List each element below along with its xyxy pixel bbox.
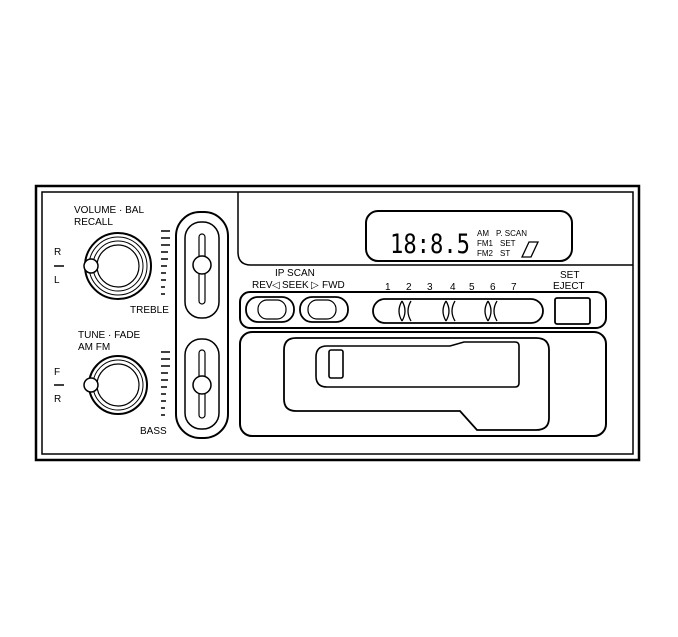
eject-label: EJECT <box>553 281 585 292</box>
treble-slider-thumb[interactable] <box>192 255 212 275</box>
rev-button-inner <box>257 299 287 320</box>
preset-button-2[interactable] <box>400 301 420 321</box>
stereo-indicator: ST <box>500 249 510 258</box>
preset-label-2: 2 <box>406 282 412 293</box>
preset-button-5[interactable] <box>465 301 485 321</box>
band-am-indicator: AM <box>477 229 489 238</box>
fade-rear-label: R <box>54 394 61 405</box>
balance-right-label: R <box>54 247 61 258</box>
seek-buttons-bezel <box>239 291 607 329</box>
cassette-slot <box>315 341 520 388</box>
tune-knob[interactable] <box>88 355 148 415</box>
set-indicator: SET <box>500 239 516 248</box>
preset-buttons-strip <box>372 298 544 324</box>
cassette-bezel <box>239 331 607 437</box>
faceplate-outer-frame <box>34 184 641 462</box>
rev-arrow-icon: ◁ <box>272 280 280 291</box>
bass-scale-ticks <box>161 351 170 416</box>
balance-ring-tab[interactable] <box>83 258 99 274</box>
cassette-window <box>328 349 344 379</box>
cassette-door[interactable] <box>283 337 550 431</box>
preset-label-4: 4 <box>450 282 456 293</box>
preset-button-dividers <box>398 300 498 322</box>
set-eject-button[interactable] <box>554 297 591 325</box>
preset-label-7: 7 <box>511 282 517 293</box>
slider-housing <box>175 211 229 439</box>
lcd-display-window <box>365 210 573 262</box>
p-scan-indicator: P. SCAN <box>496 229 527 238</box>
preset-button-4[interactable] <box>444 301 464 321</box>
fade-ring-tab[interactable] <box>83 377 99 393</box>
preset-label-5: 5 <box>469 282 475 293</box>
preset-button-6[interactable] <box>486 301 506 321</box>
faceplate-inner-frame <box>41 191 634 455</box>
preset-label-6: 6 <box>490 282 496 293</box>
preset-button-3[interactable] <box>421 301 441 321</box>
recall-label: RECALL <box>74 217 113 228</box>
am-fm-label: AM FM <box>78 342 110 353</box>
fade-front-label: F <box>54 367 60 378</box>
preset-label-1: 1 <box>385 282 391 293</box>
rev-button[interactable] <box>245 296 295 323</box>
frequency-readout: 18:8.5 <box>390 229 470 260</box>
fwd-label: FWD <box>322 280 345 291</box>
balance-left-label: L <box>54 275 60 286</box>
bass-label: BASS <box>140 426 167 437</box>
tune-fade-label: TUNE · FADE <box>78 330 141 341</box>
set-label: SET <box>560 270 579 281</box>
scan-label: IP SCAN <box>275 268 315 279</box>
preset-label-3: 3 <box>427 282 433 293</box>
display-area-border <box>237 192 633 266</box>
signal-triangle-icon <box>520 241 540 258</box>
band-fm1-indicator: FM1 <box>477 239 494 248</box>
preset-button-1[interactable] <box>376 301 398 321</box>
fwd-button[interactable] <box>299 296 349 323</box>
seek-label: SEEK <box>282 280 309 291</box>
volume-bal-label: VOLUME · BAL <box>74 205 144 216</box>
rev-label: REV <box>252 280 273 291</box>
bass-slider-thumb[interactable] <box>192 375 212 395</box>
bass-slider-track <box>184 338 220 430</box>
fwd-button-inner <box>307 299 337 320</box>
treble-scale-ticks <box>161 230 170 295</box>
band-fm2-indicator: FM2 <box>477 249 494 258</box>
preset-button-7[interactable] <box>507 301 539 321</box>
treble-label: TREBLE <box>130 305 169 316</box>
treble-slider-track <box>184 221 220 319</box>
fwd-arrow-icon: ▷ <box>311 280 319 291</box>
